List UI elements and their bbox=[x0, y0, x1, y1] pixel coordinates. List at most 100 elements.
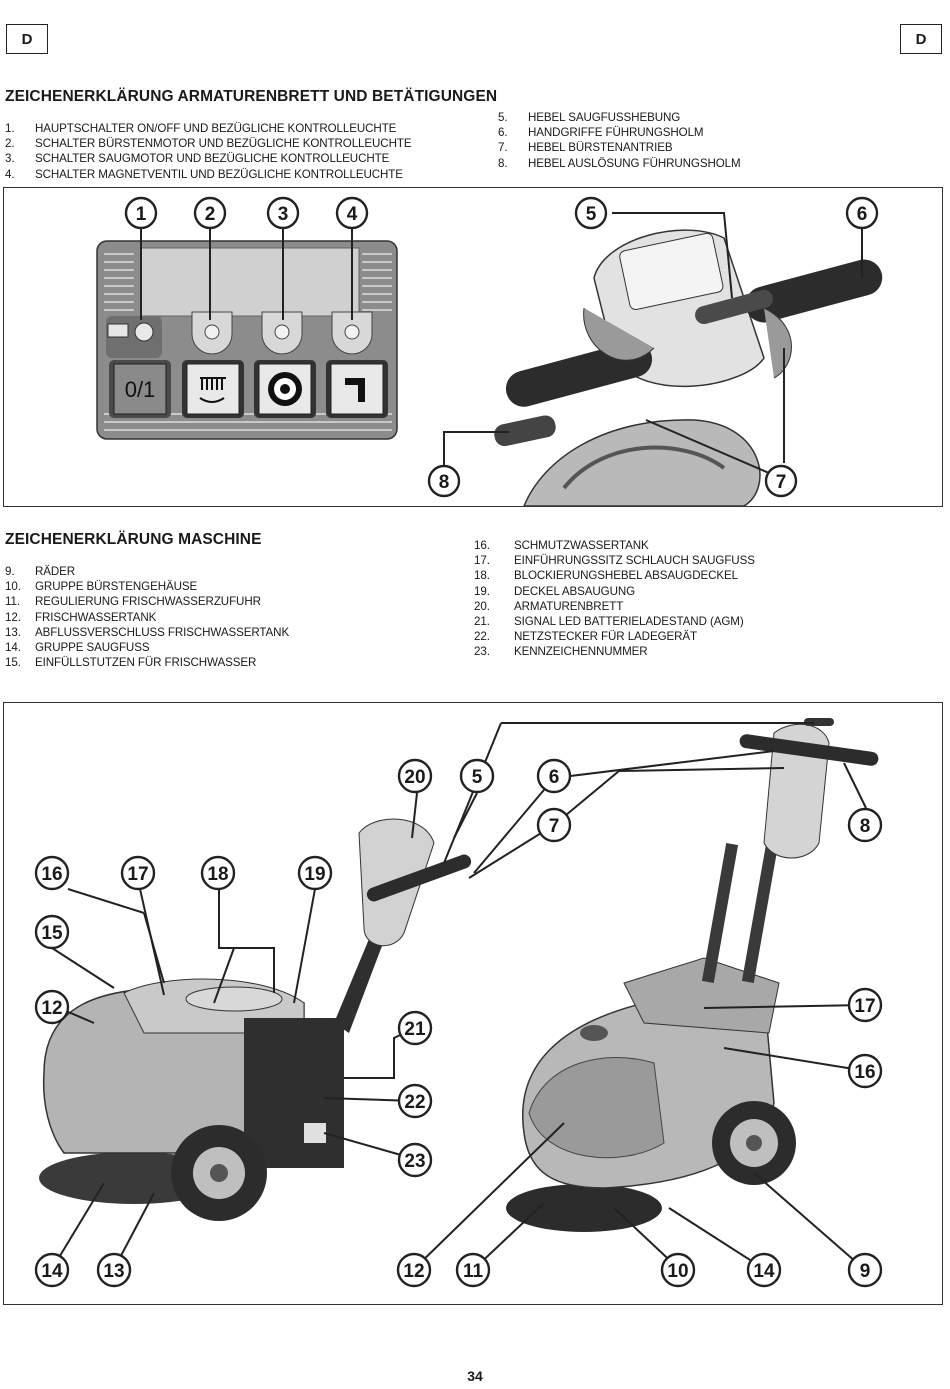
legend-item-text: SIGNAL LED BATTERIELADESTAND (AGM) bbox=[514, 615, 744, 629]
callout-7: 7 bbox=[536, 807, 572, 843]
svg-text:15: 15 bbox=[41, 923, 63, 944]
callout-12: 12 bbox=[396, 1252, 432, 1288]
legend-item: 2.SCHALTER BÜRSTENMOTOR UND BEZÜGLICHE K… bbox=[5, 136, 412, 151]
svg-text:7: 7 bbox=[776, 472, 787, 493]
legend-item-number: 23. bbox=[474, 645, 490, 659]
legend-item: 14.GRUPPE SAUGFUSS bbox=[5, 640, 289, 655]
svg-text:6: 6 bbox=[857, 204, 868, 225]
callout-3: 3 bbox=[266, 196, 300, 230]
legend-item-text: HEBEL BÜRSTENANTRIEB bbox=[528, 141, 673, 155]
svg-text:12: 12 bbox=[41, 998, 62, 1019]
legend-item-text: GRUPPE BÜRSTENGEHÄUSE bbox=[35, 580, 198, 594]
callout-5: 5 bbox=[574, 196, 608, 230]
legend-item: 16.SCHMUTZWASSERTANK bbox=[474, 538, 755, 553]
suction-motor-icon bbox=[268, 372, 302, 406]
legend-item-text: EINFÜHRUNGSSITZ SCHLAUCH SAUGFUSS bbox=[514, 554, 755, 568]
legend-item-number: 22. bbox=[474, 630, 490, 644]
svg-text:6: 6 bbox=[549, 767, 560, 788]
svg-text:17: 17 bbox=[127, 864, 148, 885]
svg-text:12: 12 bbox=[403, 1261, 424, 1282]
legend-item-text: ARMATURENBRETT bbox=[514, 599, 624, 613]
legend-item-text: ABFLUSSVERSCHLUSS FRISCHWASSERTANK bbox=[35, 625, 290, 639]
legend-item-number: 18. bbox=[474, 569, 490, 583]
svg-text:14: 14 bbox=[753, 1261, 775, 1282]
legend-item: 3.SCHALTER SAUGMOTOR UND BEZÜGLICHE KONT… bbox=[5, 151, 411, 166]
callout-16: 16 bbox=[34, 855, 70, 891]
callout-14: 14 bbox=[746, 1252, 782, 1288]
legend-item: 17. EINFÜHRUNGSSITZ SCHLAUCH SAUGFUSS bbox=[474, 553, 755, 568]
legend-item-text: FRISCHWASSERTANK bbox=[35, 610, 157, 624]
legend-item: 12.FRISCHWASSERTANK bbox=[5, 610, 289, 625]
machine-right-illustration bbox=[506, 718, 879, 1232]
callout-17: 17 bbox=[847, 987, 883, 1023]
svg-text:20: 20 bbox=[404, 767, 425, 788]
callout-13: 13 bbox=[96, 1252, 132, 1288]
svg-text:11: 11 bbox=[463, 1261, 484, 1282]
control-panel-illustration: 0/1 bbox=[96, 196, 883, 507]
svg-text:5: 5 bbox=[586, 204, 597, 225]
callout-5: 5 bbox=[459, 758, 495, 794]
valve-icon bbox=[345, 378, 365, 402]
callout-22: 22 bbox=[397, 1083, 433, 1119]
legend-item-number: 20. bbox=[474, 599, 490, 613]
machine-illustration: 20 5 6 7 8 16 17 18 19 15 12 21 22 23 17… bbox=[34, 718, 883, 1288]
svg-text:13: 13 bbox=[103, 1261, 124, 1282]
callout-6: 6 bbox=[845, 196, 879, 230]
legend-item-number: 8. bbox=[498, 156, 508, 170]
legend-item-number: 5. bbox=[498, 111, 508, 124]
svg-text:8: 8 bbox=[860, 816, 871, 837]
legend-item: 20. ARMATURENBRETT bbox=[474, 599, 755, 614]
legend-item-number: 4. bbox=[5, 167, 15, 181]
callout-23: 23 bbox=[397, 1142, 433, 1178]
legend-item-number: 11. bbox=[5, 595, 20, 609]
callout-18: 18 bbox=[200, 855, 236, 891]
callout-11: 11 bbox=[455, 1252, 491, 1288]
legend-item-text: HEBEL SAUGFUSSHEBUNG bbox=[528, 111, 681, 124]
legend-item-text: RÄDER bbox=[35, 565, 76, 578]
callout-8: 8 bbox=[427, 464, 461, 498]
legend-item-number: 9. bbox=[5, 565, 15, 578]
legend-item-text: DECKEL ABSAUGUNG bbox=[514, 584, 636, 598]
legend-item-text: NETZSTECKER FÜR LADEGERÄT bbox=[514, 630, 698, 644]
legend-item-text: KENNZEICHENNUMMER bbox=[514, 645, 648, 659]
legend-item: 23. KENNZEICHENNUMMER bbox=[474, 644, 755, 659]
svg-text:21: 21 bbox=[404, 1019, 426, 1040]
callout-1: 1 bbox=[124, 196, 158, 230]
legend-item-text: HEBEL AUSLÖSUNG FÜHRUNGSHOLM bbox=[528, 156, 741, 170]
svg-text:4: 4 bbox=[347, 204, 358, 225]
svg-text:22: 22 bbox=[404, 1092, 425, 1113]
legend-item: 1.HAUPTSCHALTER ON/OFF UND BEZÜGLICHE KO… bbox=[5, 121, 411, 136]
svg-text:10: 10 bbox=[667, 1261, 688, 1282]
legend-controls-left: 1.HAUPTSCHALTER ON/OFF UND BEZÜGLICHE KO… bbox=[5, 121, 412, 182]
svg-text:18: 18 bbox=[207, 864, 228, 885]
callout-19: 19 bbox=[297, 855, 333, 891]
legend-item: 22. NETZSTECKER FÜR LADEGERÄT bbox=[474, 629, 755, 644]
svg-text:5: 5 bbox=[472, 767, 483, 788]
legend-item: 5. HEBEL SAUGFUSSHEBUNG bbox=[498, 110, 741, 125]
machine-figure: 20 5 6 7 8 16 17 18 19 15 12 21 22 23 17… bbox=[3, 702, 943, 1305]
legend-item-number: 10. bbox=[5, 580, 21, 594]
legend-item-number: 17. bbox=[474, 554, 490, 568]
callout-2: 2 bbox=[193, 196, 227, 230]
legend-item-number: 15. bbox=[5, 656, 21, 670]
legend-item: 6.HANDGRIFFE FÜHRUNGSHOLM bbox=[498, 125, 741, 140]
svg-text:23: 23 bbox=[404, 1151, 425, 1172]
callout-7: 7 bbox=[764, 464, 798, 498]
svg-text:3: 3 bbox=[278, 204, 289, 225]
callout-9: 9 bbox=[847, 1252, 883, 1288]
svg-text:1: 1 bbox=[136, 204, 147, 225]
callout-8: 8 bbox=[847, 807, 883, 843]
callout-10: 10 bbox=[660, 1252, 696, 1288]
leader-lines-machine bbox=[51, 722, 867, 1270]
legend-item-number: 13. bbox=[5, 625, 21, 639]
svg-text:16: 16 bbox=[854, 1062, 875, 1083]
power-switch-label: 0/1 bbox=[125, 377, 156, 402]
legend-item-number: 2. bbox=[5, 137, 15, 151]
callout-4: 4 bbox=[335, 196, 369, 230]
legend-item-text: BLOCKIERUNGSHEBEL ABSAUGDECKEL bbox=[514, 569, 739, 583]
callout-16: 16 bbox=[847, 1053, 883, 1089]
legend-item-text: HAUPTSCHALTER ON/OFF UND BEZÜGLICHE KONT… bbox=[35, 122, 397, 135]
legend-item-text: SCHMUTZWASSERTANK bbox=[514, 539, 649, 552]
